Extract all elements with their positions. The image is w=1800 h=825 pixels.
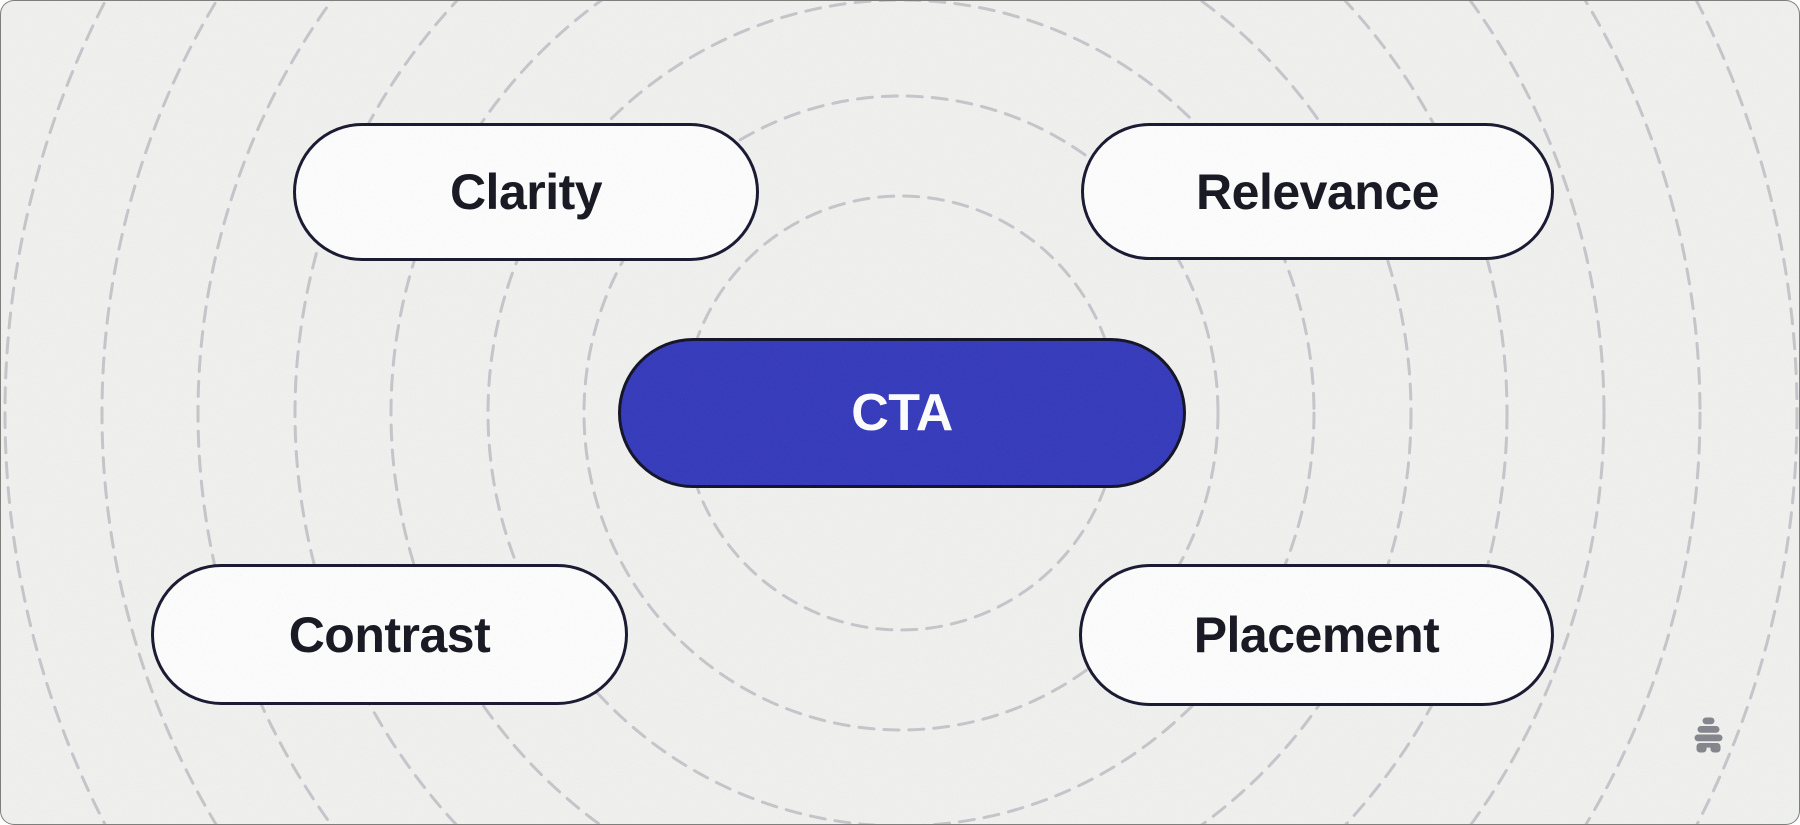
- hive-shape: [1694, 717, 1723, 753]
- node-relevance-label: Relevance: [1196, 163, 1439, 220]
- node-placement: Placement: [1079, 564, 1554, 706]
- beehiiv-hive-logo-icon: [1694, 717, 1723, 753]
- node-placement-label: Placement: [1193, 607, 1440, 663]
- node-cta-center: CTA: [618, 338, 1186, 488]
- node-clarity: Clarity: [293, 123, 759, 261]
- node-relevance: Relevance: [1081, 123, 1554, 260]
- node-contrast-label: Contrast: [288, 606, 491, 663]
- node-contrast: Contrast: [151, 564, 628, 705]
- node-cta-label: CTA: [851, 384, 953, 442]
- node-clarity-label: Clarity: [449, 164, 603, 220]
